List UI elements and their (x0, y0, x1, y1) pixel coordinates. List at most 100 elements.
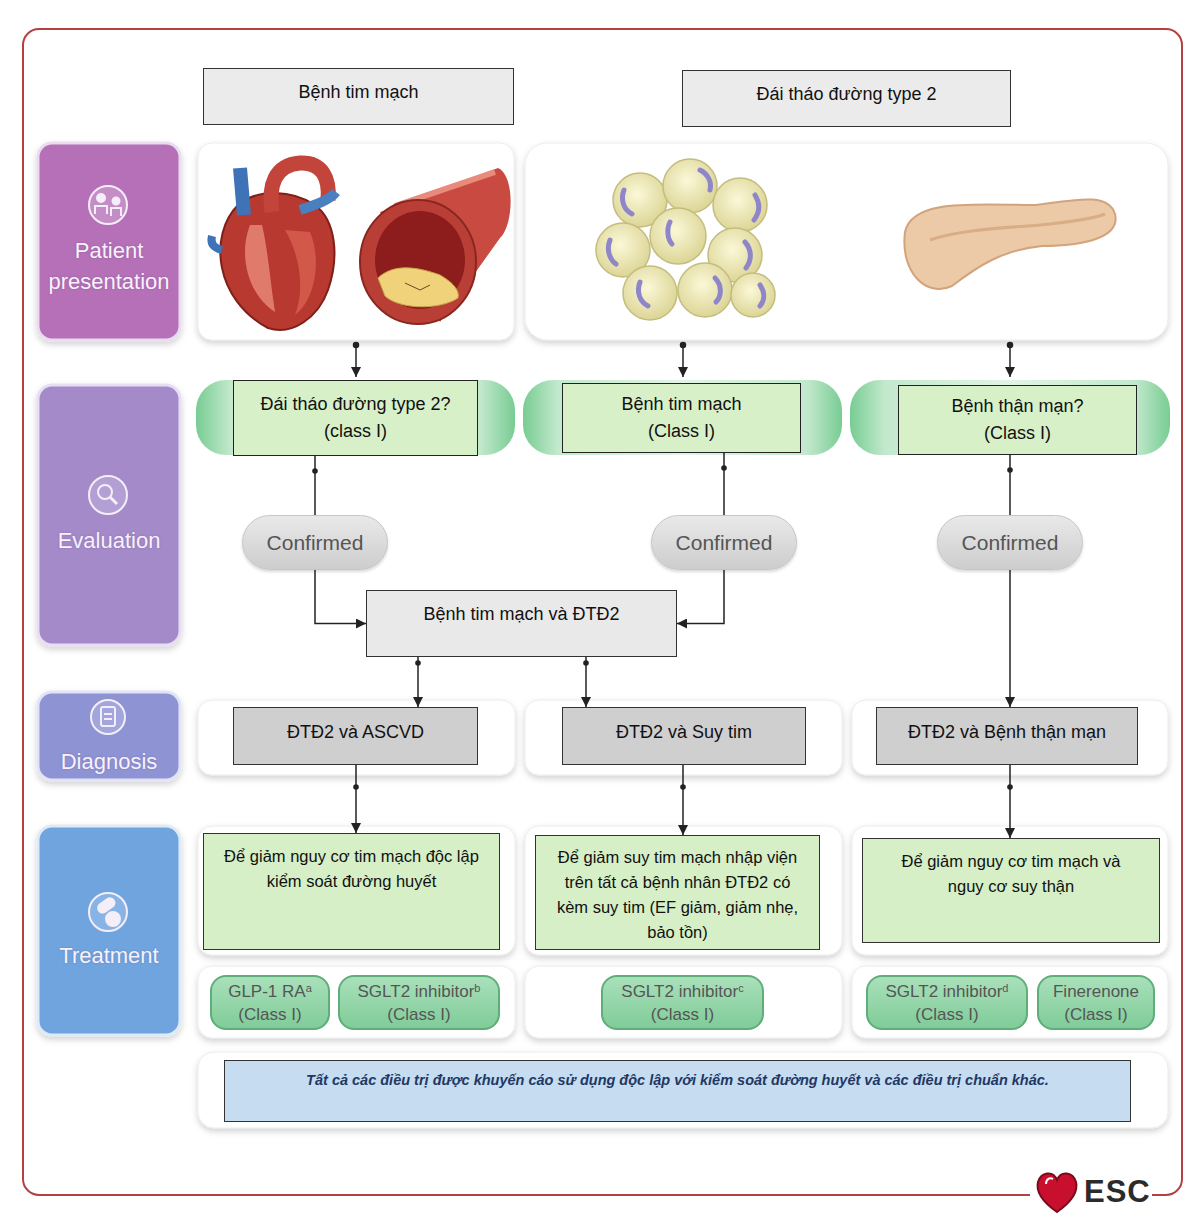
node-text: Confirmed (962, 531, 1059, 555)
band-icon (104, 714, 112, 719)
connector-arrow (723, 453, 725, 515)
header-box: Bệnh tim mạch (203, 68, 514, 125)
evaluation-box: Bệnh tim mạch (Class I) (562, 383, 801, 453)
band-icon (89, 476, 127, 514)
band-icon (113, 198, 120, 205)
connector-arrow (682, 765, 684, 835)
connector-arrow (585, 657, 587, 707)
evaluation-pill (196, 380, 515, 455)
drug-pill: Finerenone(Class I) (1037, 975, 1155, 1030)
diagnosis-box: ĐTĐ2 và Suy tim (562, 707, 806, 765)
stage-band: Evaluation (38, 385, 180, 645)
fat-cells-illustration (754, 195, 759, 220)
pancreas-illustration (904, 199, 1115, 289)
header-panel (198, 1052, 1168, 1128)
short-arrow (354, 343, 1013, 378)
esc-heart-logo (1046, 1178, 1053, 1184)
artery-illustration (405, 283, 430, 290)
fat-cells-illustration (650, 208, 706, 264)
fat-cells-illustration (596, 159, 775, 320)
heart-illustration (240, 168, 244, 215)
heart-illustration (211, 236, 222, 250)
fat-cells-illustration (731, 273, 775, 317)
connector-arrow (1009, 570, 1011, 707)
treatment-box: Để giảm nguy cơ tim mạch và nguy cơ suy … (862, 838, 1160, 943)
heart-illustration (245, 225, 275, 312)
drug-pill: SGLT2 inhibitord (Class I) (866, 975, 1028, 1030)
header-panel (198, 143, 1168, 1128)
short-arrow (1008, 343, 1013, 348)
header-panel (198, 143, 514, 340)
fat-cells-illustration (760, 285, 764, 306)
fat-cells-illustration (715, 278, 720, 302)
connector-arrow (677, 570, 724, 624)
artery-illustration (360, 200, 476, 324)
node-text: GLP-1 RA (228, 982, 305, 1001)
connector-arrow (315, 570, 366, 624)
node-text: Bệnh tim mạch và ĐTĐ2 (423, 604, 619, 625)
heart-illustration (211, 163, 336, 330)
node-text: (Class I) (387, 1003, 450, 1026)
note-box: Tất cả các điều trị được khuyến cáo sử d… (224, 1060, 1131, 1122)
short-arrow (682, 345, 684, 377)
text-line: SGLT2 inhibitorb (358, 980, 481, 1003)
band-icon (95, 206, 107, 214)
node-text: (Class I) (1064, 1003, 1127, 1026)
short-arrow (1009, 345, 1011, 377)
confirmed-oval: Confirmed (651, 515, 797, 570)
pancreas-illustration (930, 214, 1105, 240)
heart-illustration (285, 230, 316, 315)
node-text: (Class I) (915, 1003, 978, 1026)
evaluation-pill (523, 380, 842, 455)
text-line: GLP-1 RAa (228, 980, 312, 1003)
node-text: Để giảm suy tim mạch nhập viện trên tất … (553, 845, 803, 945)
band-icon (89, 893, 127, 931)
artery-illustration (360, 168, 511, 324)
evaluation-box: Bệnh thận mạn? (Class I) (898, 385, 1137, 455)
treatment-box: Để giảm suy tim mạch nhập viện trên tất … (535, 835, 820, 950)
header-panel (525, 143, 1168, 340)
stage-band: Patient presentation (38, 143, 180, 340)
band-icon (106, 912, 120, 926)
outer-frame (23, 29, 1182, 1195)
node-text: Treatment (59, 940, 158, 971)
node-text: Evaluation (58, 525, 161, 556)
fat-cells-illustration (700, 170, 711, 190)
connector-dot (1007, 784, 1013, 790)
node-text: Diagnosis (61, 746, 158, 777)
header-panel (852, 826, 1168, 955)
text-line: SGLT2 inhibitorc (621, 980, 743, 1003)
connector-arrow (417, 657, 419, 707)
node-text: ĐTĐ2 và Bệnh thận mạn (908, 722, 1106, 743)
connector-dot (1007, 467, 1013, 473)
fat-cells-illustration (638, 282, 648, 306)
superscript-note: c (738, 982, 744, 994)
band-icon (89, 186, 127, 224)
artery-illustration (378, 268, 458, 307)
band-icon (97, 194, 105, 202)
header-panel (525, 966, 842, 1038)
evaluation-pill (196, 380, 1170, 455)
band-icon (111, 208, 121, 216)
header-panel (198, 826, 515, 955)
band-icon (98, 485, 112, 499)
short-arrow (681, 343, 686, 348)
node-text: SGLT2 inhibitor (621, 982, 738, 1001)
connector-dot (353, 784, 359, 790)
band-icon (91, 700, 125, 734)
drug-pill: SGLT2 inhibitorb(Class I) (338, 975, 500, 1030)
connector-arrow (314, 456, 316, 515)
diagnosis-box: ĐTĐ2 và Bệnh thận mạn (876, 707, 1138, 765)
artery-illustration (375, 211, 465, 309)
superscript-note: d (1002, 982, 1008, 994)
node-text: Để giảm nguy cơ tim mạch độc lập kiểm so… (221, 844, 483, 894)
node-text: SGLT2 inhibitor (886, 982, 1003, 1001)
confirmed-oval: Confirmed (242, 515, 388, 570)
short-arrow (354, 343, 359, 348)
band-shape (38, 143, 180, 1035)
header-panel (852, 966, 1168, 1038)
node-text: (Class I) (651, 1003, 714, 1026)
